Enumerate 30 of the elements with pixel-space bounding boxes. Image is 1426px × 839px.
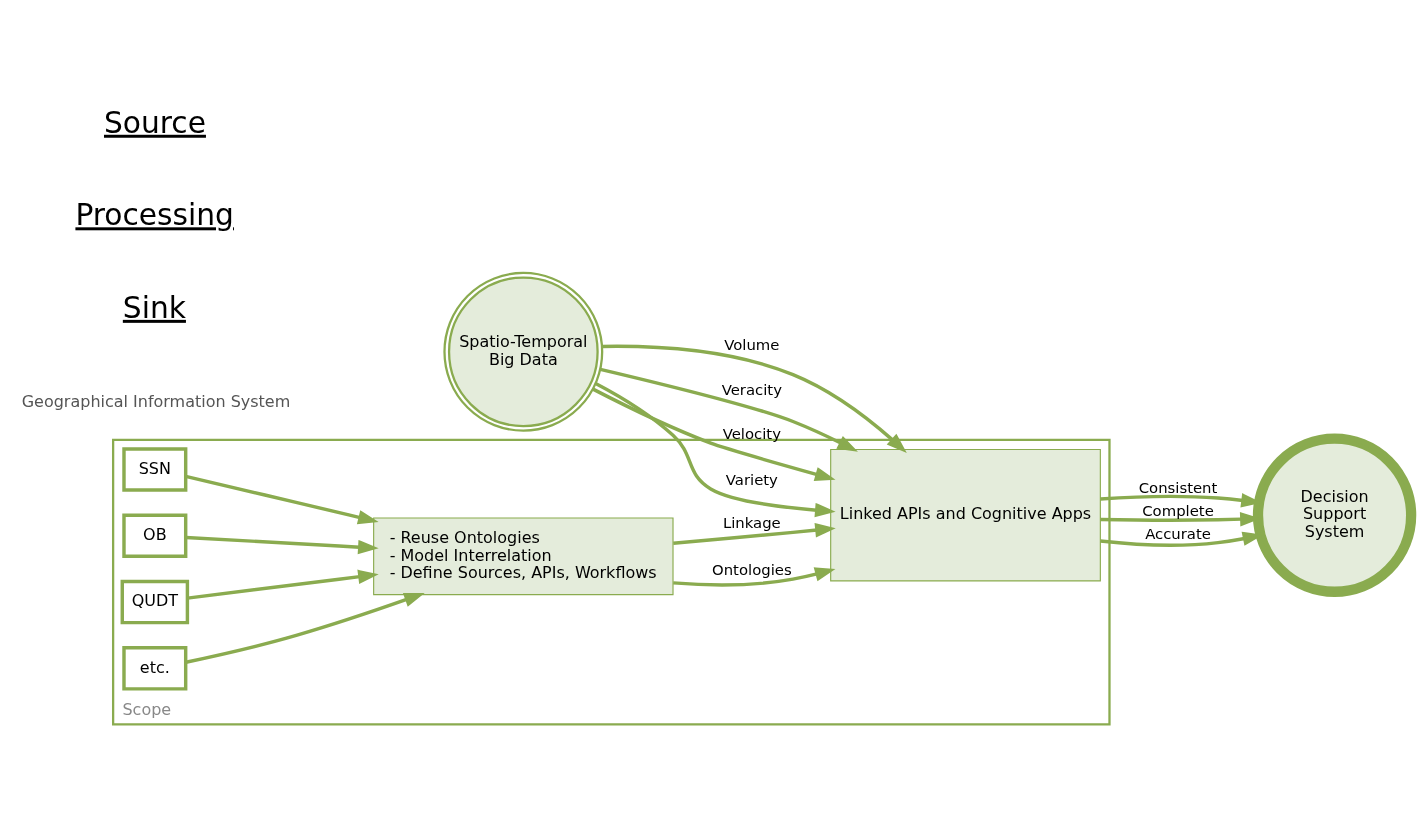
node-box: SSN bbox=[122, 447, 188, 492]
node-box: OB bbox=[122, 513, 188, 559]
arrow bbox=[187, 569, 379, 600]
node-circle: Spatio-Temporal Big Data bbox=[443, 271, 604, 432]
arrow bbox=[592, 387, 836, 482]
arrow bbox=[185, 474, 379, 525]
node-box: Linked APIs and Cognitive Apps bbox=[830, 448, 1101, 582]
node-box: - Reuse Ontologies - Model Interrelation - Define Sources, APIs, Workflows bbox=[373, 517, 674, 596]
edge-label: Complete bbox=[1142, 501, 1214, 520]
edge-label: Variety bbox=[725, 470, 778, 489]
arrow bbox=[673, 523, 836, 545]
edge-label: Volume bbox=[724, 335, 780, 354]
label: Sink bbox=[122, 289, 186, 325]
node-box: QUDT bbox=[120, 579, 190, 625]
arrow bbox=[602, 344, 907, 453]
node-box: etc. bbox=[122, 646, 188, 691]
label: Geographical Information System bbox=[21, 392, 291, 412]
edge-label: Veracity bbox=[721, 380, 782, 399]
label: Source bbox=[103, 104, 206, 140]
arrow bbox=[673, 567, 836, 587]
arrow bbox=[599, 367, 858, 452]
edge-label: Ontologies bbox=[712, 561, 792, 580]
label: Processing bbox=[75, 197, 234, 233]
edge-label: Linkage bbox=[722, 514, 781, 533]
arrow bbox=[185, 593, 425, 664]
arrow bbox=[594, 381, 836, 518]
edge-label: Consistent bbox=[1138, 478, 1218, 497]
arrow bbox=[185, 535, 379, 555]
edge-label: Accurate bbox=[1145, 524, 1211, 543]
node-circle: Decision Support System bbox=[1252, 433, 1417, 597]
